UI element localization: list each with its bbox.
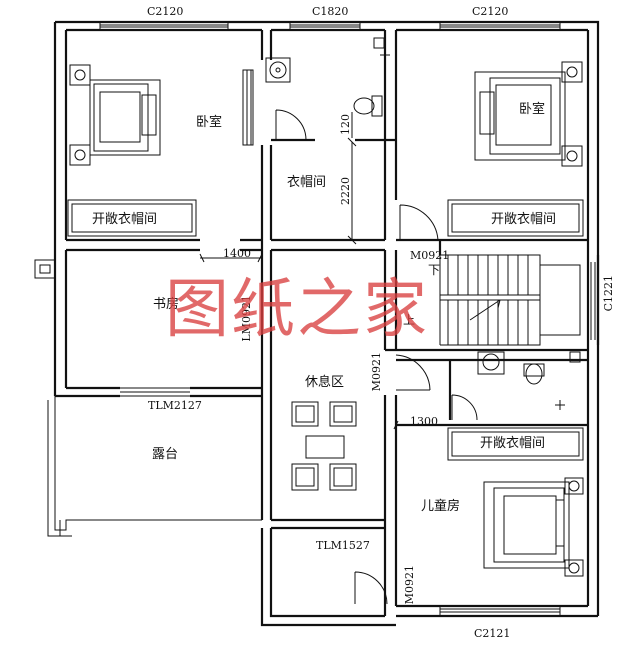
room-lounge: 休息区	[305, 375, 345, 390]
window-right	[590, 262, 596, 340]
window-top-left	[99, 22, 229, 30]
toilet-child	[523, 351, 581, 410]
room-closet-right: 开敞衣帽间	[491, 212, 557, 227]
shower-top	[373, 37, 390, 60]
room-study: 书房	[153, 297, 180, 312]
door-code-rest: M0921	[370, 352, 383, 392]
closet-right-shape	[447, 199, 584, 237]
stair-up-label: 上	[403, 313, 416, 327]
window-top-middle	[289, 22, 361, 30]
dimension-lines	[199, 112, 440, 430]
lounge-furniture	[291, 401, 357, 491]
window-code-bottom: C2121	[474, 627, 511, 640]
dimension-1400: 1400	[223, 247, 251, 260]
bed-left	[69, 64, 161, 166]
window-bottom	[439, 606, 561, 616]
door-child-bath	[451, 394, 478, 421]
door-terrace	[120, 387, 190, 397]
door-cloak	[275, 109, 307, 141]
room-bedroom-right: 卧室	[519, 102, 546, 117]
room-cloakroom: 衣帽间	[287, 175, 327, 190]
outer-walls	[34, 20, 600, 618]
bed-right	[474, 61, 583, 167]
door-code-stair: M0921	[410, 249, 450, 262]
room-child: 儿童房	[421, 499, 461, 514]
room-bedroom-left: 卧室	[196, 115, 223, 130]
door-code-child: M0921	[403, 565, 416, 605]
bed-child	[483, 477, 584, 577]
room-closet-lower: 开敞衣帽间	[480, 436, 546, 451]
toilet-top	[353, 95, 383, 117]
closet-left-shape	[67, 199, 197, 237]
dimension-120: 120	[339, 114, 352, 135]
door-stair-top	[399, 204, 439, 241]
room-terrace: 露台	[152, 447, 179, 462]
window-code-top-right: C2120	[472, 5, 509, 18]
sink-top	[265, 57, 291, 83]
window-top-right	[439, 22, 561, 30]
window-code-top-left: C2120	[147, 5, 184, 18]
staircase	[439, 254, 581, 346]
stair-down-label: 下	[428, 263, 441, 277]
door-code-terrace: TLM2127	[148, 399, 202, 412]
door-code-bottom: TLM1527	[316, 539, 370, 552]
cloak-wardrobe	[242, 69, 254, 146]
interior-walls	[66, 30, 588, 627]
dimension-2220: 2220	[339, 177, 352, 205]
dimension-1300: 1300	[410, 415, 438, 428]
watermark: 图纸之家	[165, 273, 429, 347]
door-rest	[395, 354, 431, 391]
window-code-top-middle: C1820	[312, 5, 349, 18]
room-closet-left: 开敞衣帽间	[92, 212, 158, 227]
door-bottom	[354, 571, 388, 605]
sink-child	[477, 351, 505, 375]
closet-lower-shape	[447, 427, 584, 461]
window-code-right: C1221	[602, 275, 615, 312]
